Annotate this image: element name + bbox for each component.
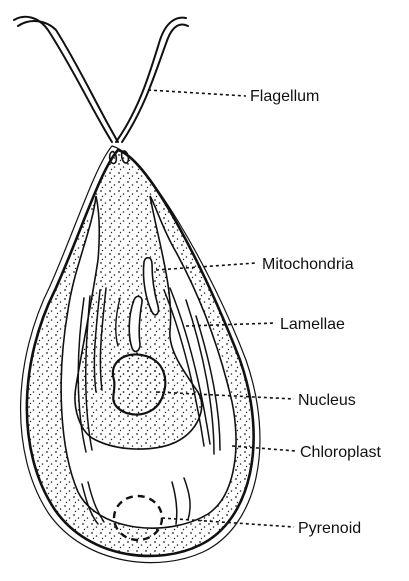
label-pyrenoid: Pyrenoid <box>298 520 361 537</box>
label-lamellae: Lamellae <box>280 316 345 333</box>
nucleus <box>113 354 165 414</box>
labels: Flagellum Mitochondria Lamellae Nucleus … <box>250 88 381 537</box>
label-nucleus: Nucleus <box>298 392 356 409</box>
flagella <box>14 17 188 142</box>
leader-flagellum <box>148 90 246 96</box>
label-mitochondria: Mitochondria <box>262 256 354 273</box>
label-chloroplast: Chloroplast <box>300 444 381 461</box>
label-flagellum: Flagellum <box>250 88 319 105</box>
